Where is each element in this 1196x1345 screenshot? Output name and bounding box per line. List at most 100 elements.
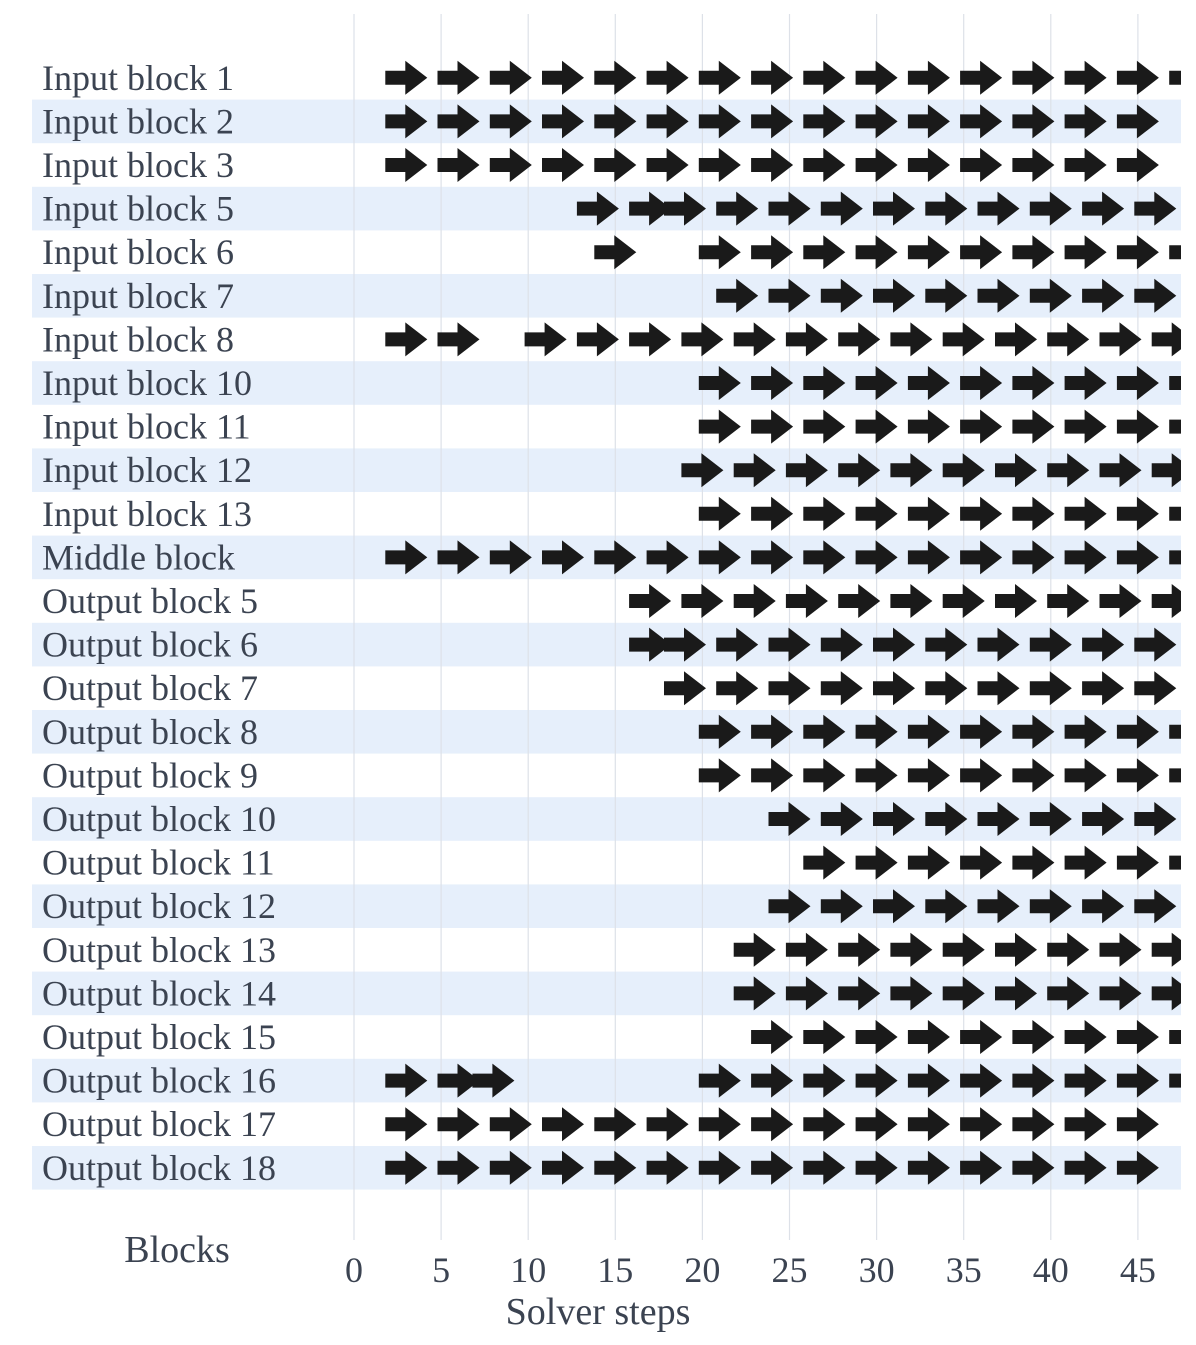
arrow-marker xyxy=(820,278,863,313)
arrow-marker xyxy=(664,671,706,706)
arrow-marker xyxy=(1169,1030,1181,1044)
row-label: Output block 10 xyxy=(42,799,276,839)
arrow-marker xyxy=(1082,627,1125,662)
arrow-marker xyxy=(385,322,428,357)
arrow-marker xyxy=(1012,148,1055,182)
row-label: Input block 2 xyxy=(42,101,234,141)
row-label: Input block 7 xyxy=(42,276,234,316)
arrow-marker xyxy=(1116,60,1159,95)
arrow-marker xyxy=(873,671,915,706)
arrow-marker xyxy=(437,104,480,139)
arrow-marker xyxy=(437,1063,480,1098)
arrow-marker xyxy=(855,366,898,400)
arrow-marker xyxy=(838,322,881,357)
arrow-marker xyxy=(489,1107,532,1142)
arrow-marker xyxy=(890,584,933,618)
arrow-marker xyxy=(594,1150,637,1185)
arrow-marker xyxy=(751,235,794,270)
arrow-marker xyxy=(907,1150,950,1185)
arrow-marker xyxy=(1169,376,1181,390)
arrow-marker xyxy=(960,60,1003,95)
arrow-marker xyxy=(873,889,915,924)
arrow-marker xyxy=(1012,1020,1055,1054)
arrow-marker xyxy=(1116,758,1159,793)
arrow-marker xyxy=(716,278,759,313)
arrow-marker xyxy=(681,584,724,618)
arrow-marker xyxy=(855,409,898,444)
arrow-marker xyxy=(1169,768,1181,783)
arrow-marker xyxy=(960,1150,1003,1185)
arrow-marker xyxy=(960,1107,1003,1142)
arrow-marker xyxy=(977,889,1020,924)
arrow-marker xyxy=(1116,235,1159,270)
arrow-marker xyxy=(1169,419,1181,434)
arrow-marker xyxy=(1064,1063,1107,1098)
row-label: Input block 3 xyxy=(42,145,234,185)
arrow-marker xyxy=(1134,889,1177,924)
arrow-marker xyxy=(803,540,846,575)
y-axis-title: Blocks xyxy=(124,1229,230,1271)
arrow-marker xyxy=(751,148,794,182)
x-tick-label: 25 xyxy=(772,1250,808,1290)
arrow-marker xyxy=(1012,366,1055,400)
arrow-marker xyxy=(960,409,1003,444)
arrow-marker xyxy=(542,148,584,182)
arrow-marker xyxy=(942,976,985,1011)
arrow-marker xyxy=(576,322,619,357)
arrow-marker xyxy=(698,235,741,270)
arrow-marker xyxy=(542,60,584,95)
arrow-marker xyxy=(1064,60,1107,95)
arrow-marker xyxy=(907,148,950,182)
arrow-marker xyxy=(1116,845,1159,880)
arrow-marker xyxy=(855,1020,898,1054)
arrow-marker xyxy=(855,540,898,575)
arrow-marker xyxy=(977,671,1020,706)
arrow-marker xyxy=(960,148,1003,182)
arrow-marker xyxy=(698,366,741,400)
arrow-marker xyxy=(1012,104,1055,139)
arrow-marker xyxy=(995,453,1037,488)
row-label: Output block 6 xyxy=(42,625,258,665)
arrow-marker xyxy=(385,540,428,575)
arrow-marker xyxy=(489,104,532,139)
arrow-marker xyxy=(698,104,741,139)
arrow-marker xyxy=(942,584,985,618)
arrow-marker xyxy=(803,1150,846,1185)
arrow-marker xyxy=(437,1150,480,1185)
row-label: Input block 10 xyxy=(42,363,252,403)
arrow-marker xyxy=(785,322,828,357)
arrow-marker xyxy=(542,104,584,139)
arrow-marker xyxy=(1099,976,1142,1011)
arrow-marker xyxy=(925,889,968,924)
arrow-marker xyxy=(960,104,1003,139)
arrow-marker xyxy=(629,584,672,618)
arrow-marker xyxy=(1012,845,1055,880)
arrow-marker xyxy=(960,1063,1003,1098)
arrow-marker xyxy=(698,1150,741,1185)
arrow-marker xyxy=(1169,1073,1181,1088)
arrow-marker xyxy=(385,1107,428,1142)
arrow-marker xyxy=(698,540,741,575)
arrow-marker xyxy=(1099,584,1142,618)
arrow-marker xyxy=(698,1107,741,1142)
arrow-marker xyxy=(1047,932,1090,967)
arrow-marker xyxy=(1064,409,1107,444)
arrow-marker xyxy=(873,191,915,226)
arrow-marker xyxy=(907,366,950,400)
arrow-marker xyxy=(803,104,846,139)
arrow-marker xyxy=(1151,453,1181,488)
arrow-marker xyxy=(907,409,950,444)
row-label: Output block 12 xyxy=(42,886,276,926)
arrow-marker xyxy=(768,802,811,836)
arrow-marker xyxy=(1116,1107,1159,1142)
arrow-marker xyxy=(489,540,532,575)
arrow-marker xyxy=(960,758,1003,793)
arrow-marker xyxy=(1116,496,1159,531)
arrow-marker xyxy=(1116,409,1159,444)
arrow-marker xyxy=(925,802,968,836)
arrow-marker xyxy=(820,802,863,836)
arrow-marker xyxy=(855,845,898,880)
row-label: Input block 5 xyxy=(42,189,234,229)
arrow-marker xyxy=(489,60,532,95)
row-label: Output block 9 xyxy=(42,755,258,795)
